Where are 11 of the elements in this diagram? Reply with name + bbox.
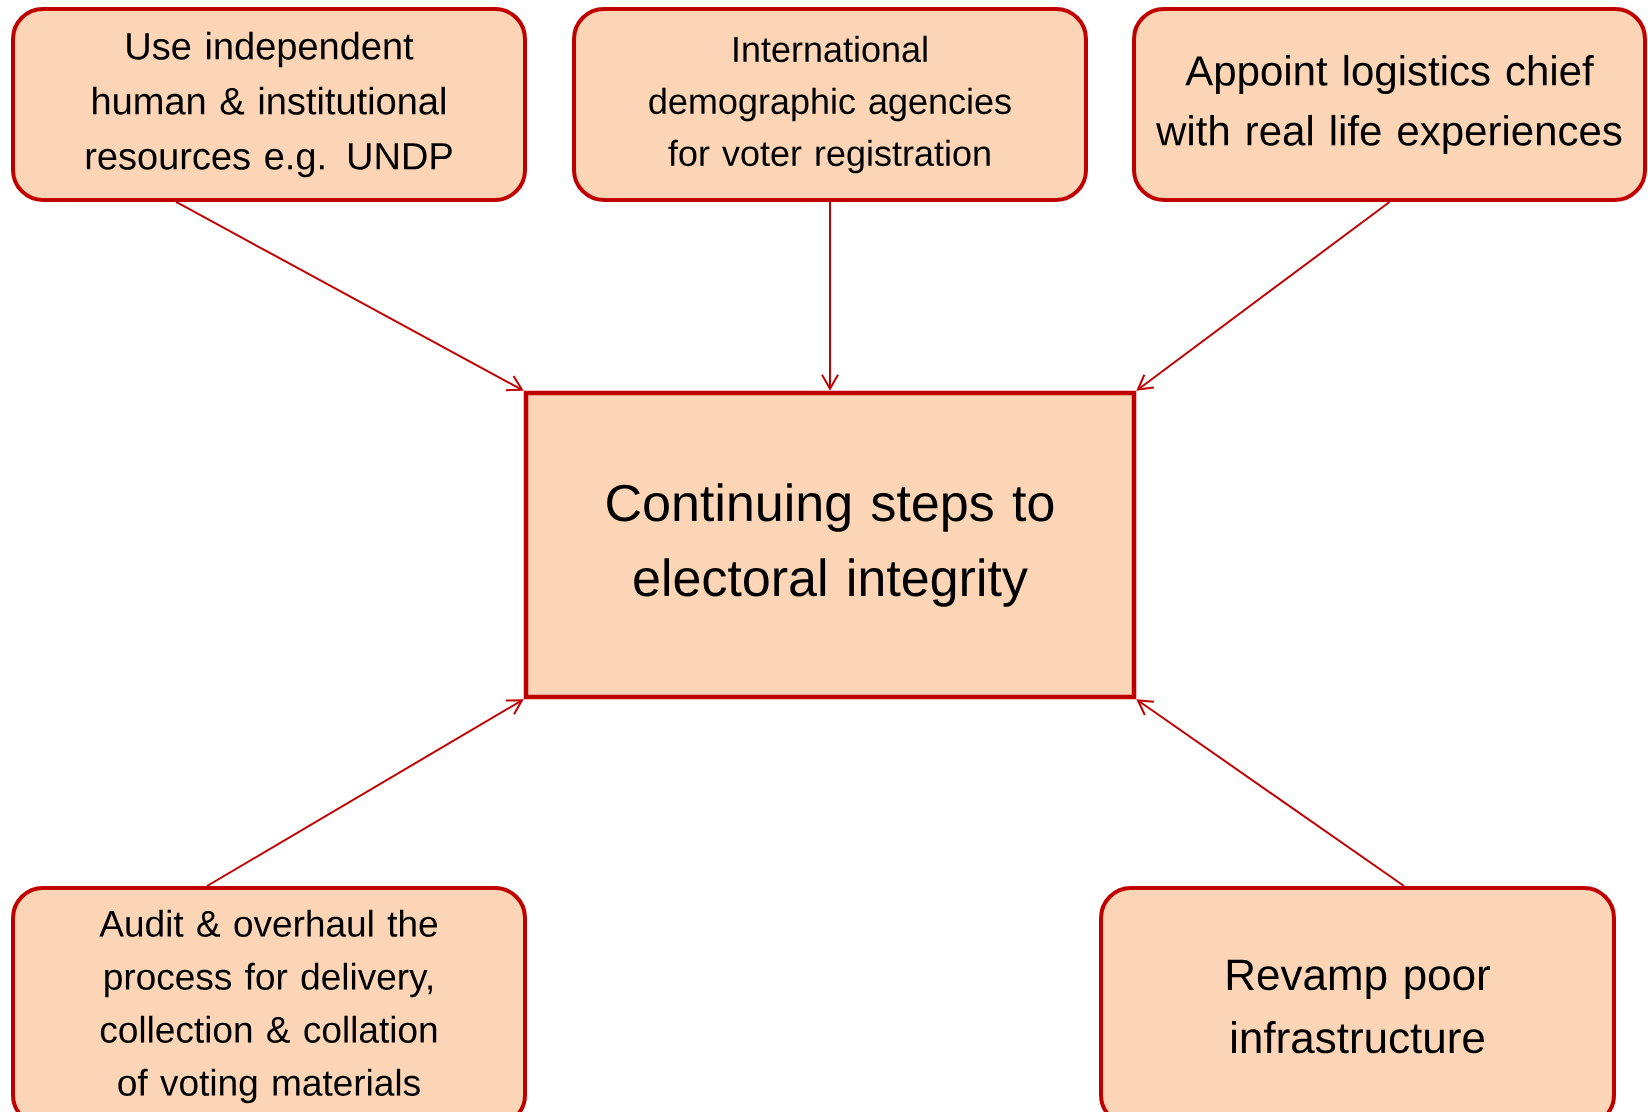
rounded-box: International demographic agencies for voter registration	[572, 7, 1088, 202]
rounded-box: Audit & overhaul the process for delivery, collection & collation of voting materials	[11, 886, 527, 1112]
central-box: Continuing steps to electoral integrity	[523, 390, 1137, 700]
rounded-box: Appoint logistics chief with real life experiences	[1132, 7, 1647, 202]
rounded-box: Use independent human & institutional resources e.g. UNDP	[11, 7, 527, 202]
rounded-box: Revamp poor infrastructure	[1099, 886, 1616, 1112]
arrow	[175, 201, 524, 392]
arrow	[1136, 699, 1406, 887]
arrow	[206, 699, 524, 887]
arrow	[1136, 201, 1391, 391]
arrow	[821, 201, 839, 391]
